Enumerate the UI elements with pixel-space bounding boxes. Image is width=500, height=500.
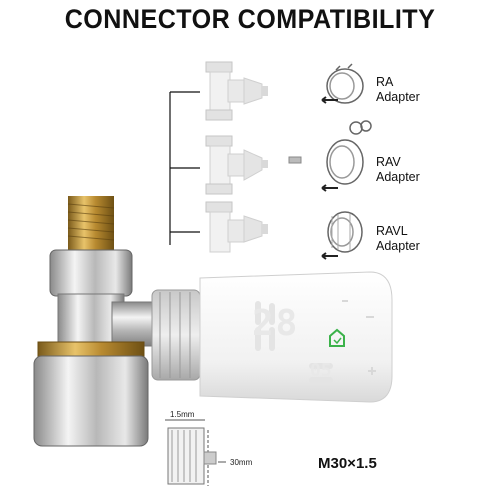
thermostat-temperature-display: 28 <box>252 303 300 344</box>
valve-type-3 <box>205 201 268 253</box>
ra-adapter-suffix: Adapter <box>376 90 420 104</box>
rav-adapter-label: RAV Adapter <box>376 155 420 185</box>
thermostat-collar <box>151 289 201 381</box>
rav-adapter-suffix: Adapter <box>376 170 420 184</box>
smart-thermostat <box>199 271 393 403</box>
valve-type-1 <box>205 61 268 121</box>
thread-spec: M30×1.5 <box>318 455 377 472</box>
gap-dimension: 1.5mm <box>170 410 195 419</box>
brass-valve-body <box>33 196 165 447</box>
ravl-adapter-name: RAVL <box>376 224 408 238</box>
ravl-adapter-suffix: Adapter <box>376 239 420 253</box>
ra-adapter-label: RA Adapter <box>376 75 420 105</box>
ravl-adapter-ring <box>321 211 363 260</box>
page-title: CONNECTOR COMPATIBILITY <box>64 4 436 34</box>
ravl-adapter-label: RAVL Adapter <box>376 224 420 254</box>
adapter-dimension-drawing <box>165 419 226 486</box>
ra-adapter-ring <box>321 63 364 104</box>
rav-adapter-ring <box>321 120 372 192</box>
rav-adapter-name: RAV <box>376 155 401 169</box>
thermostat-setpoint-display: 05 <box>310 360 332 381</box>
connector-lines <box>169 91 200 245</box>
valve-type-2 <box>205 135 268 195</box>
diameter-dimension: 30mm <box>230 458 253 467</box>
ra-adapter-name: RA <box>376 75 394 89</box>
